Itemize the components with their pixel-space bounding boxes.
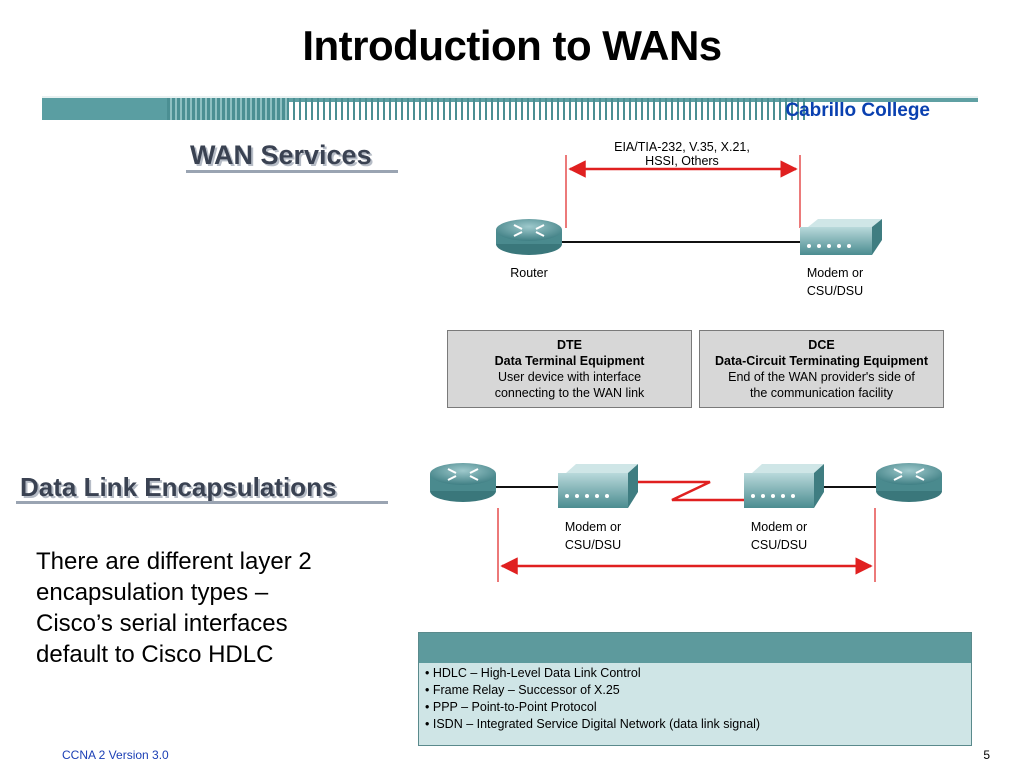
list-item: PPP – Point-to-Point Protocol — [425, 699, 971, 716]
modem-icon — [558, 464, 638, 508]
modem-icon — [744, 464, 824, 508]
interface-standards-label: EIA/TIA-232, V.35, X.21, HSSI, Others — [614, 140, 750, 168]
modem-label: Modem or CSU/DSU — [806, 266, 864, 298]
modem-left-label: Modem or CSU/DSU — [564, 520, 622, 552]
router-icon — [496, 219, 562, 255]
router-icon — [430, 463, 496, 502]
wan-services-heading: WAN Services — [190, 140, 372, 170]
list-item: ISDN – Integrated Service Digital Networ… — [425, 716, 971, 733]
router-label: Router — [510, 266, 548, 280]
wan-services-underline — [186, 170, 398, 173]
data-link-underline — [16, 501, 388, 504]
encapsulation-list-box: HDLC – High-Level Data Link Control Fram… — [418, 632, 972, 746]
list-item: HDLC – High-Level Data Link Control — [425, 665, 971, 682]
slide-title: Introduction to WANs — [302, 22, 722, 69]
encapsulation-box-header — [419, 633, 971, 663]
dce-box: DCE Data-Circuit Terminating Equipment E… — [699, 330, 944, 408]
footer-course: CCNA 2 Version 3.0 — [62, 748, 169, 762]
router-icon — [876, 463, 942, 502]
page-number: 5 — [983, 748, 990, 762]
college-name: Cabrillo College — [785, 100, 930, 121]
list-item: Frame Relay – Successor of X.25 — [425, 682, 971, 699]
encapsulation-list: HDLC – High-Level Data Link Control Fram… — [425, 665, 971, 733]
data-link-heading: Data Link Encapsulations — [20, 472, 337, 502]
modem-icon — [800, 219, 882, 255]
modem-right-label: Modem or CSU/DSU — [750, 520, 808, 552]
wan-zigzag-link — [627, 480, 745, 502]
header-band — [42, 96, 978, 124]
dte-box: DTE Data Terminal Equipment User device … — [447, 330, 692, 408]
encapsulation-paragraph: There are different layer 2 encapsulatio… — [36, 548, 312, 668]
